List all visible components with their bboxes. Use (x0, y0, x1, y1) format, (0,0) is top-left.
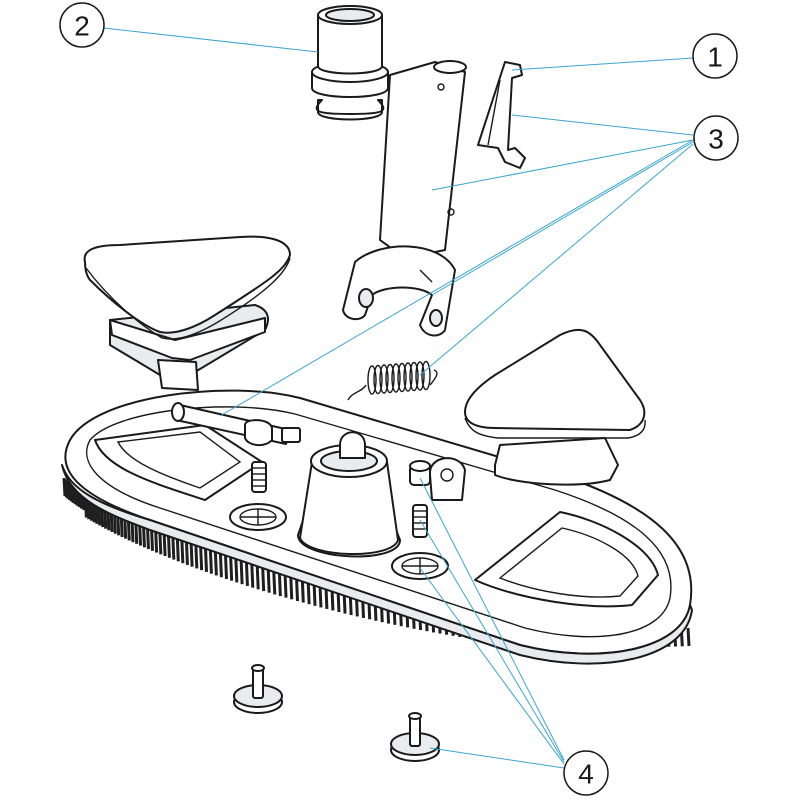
left-triangle-opening (94, 424, 263, 501)
spring-coil (367, 365, 377, 395)
left-opening-inner (116, 431, 242, 489)
bristle (213, 551, 218, 576)
bristle (266, 568, 271, 593)
tension-spring (347, 360, 438, 401)
bristle (289, 575, 294, 600)
handle-latch-clip (477, 61, 526, 169)
callout-1-label: 1 (707, 42, 723, 73)
leader-3-bracket-foot (431, 141, 694, 296)
axle-pin (171, 402, 301, 446)
right-triangle-opening (474, 511, 659, 608)
suction-cone-body (299, 461, 399, 555)
hinge-tab-left (339, 431, 366, 459)
bristle (218, 553, 223, 578)
spring-coil (415, 361, 425, 391)
callout-4-label: 4 (578, 759, 594, 790)
hose-adapter (311, 5, 389, 121)
bristle (239, 560, 244, 585)
wheel-hub-left (229, 503, 287, 531)
leader-4-wheel (429, 747, 565, 769)
right-float-pad (464, 328, 646, 486)
callout-2: 2 (59, 2, 105, 48)
bristle (162, 532, 167, 557)
leader-4-spring (419, 519, 565, 763)
callout-3: 3 (693, 115, 739, 161)
spring-coil (397, 362, 407, 393)
vacuum-body-inner-ridge (86, 406, 672, 638)
bristle (283, 573, 288, 598)
body-spring-left (251, 461, 267, 493)
leader-3-bracket (431, 139, 694, 191)
bristle (224, 554, 229, 580)
suction-cone (297, 444, 401, 558)
spring-coil (373, 364, 383, 395)
callout-2-label: 2 (74, 11, 90, 42)
body-spring-right (412, 504, 428, 538)
bristle (208, 549, 213, 574)
wheel-hub-right (391, 552, 449, 580)
bristle (234, 558, 239, 583)
bristle (277, 572, 282, 597)
bristle (184, 540, 189, 565)
bristle (194, 544, 199, 569)
bristle (68, 483, 73, 502)
bristle (171, 535, 176, 560)
bristle (65, 480, 70, 499)
leader-2-adapter (103, 27, 319, 53)
leader-1-latch (511, 57, 694, 71)
leader-lines (103, 27, 694, 769)
spring-coil (385, 363, 395, 394)
bristle (300, 578, 305, 603)
leader-3-axle (219, 139, 694, 417)
spring-coil (421, 360, 431, 391)
bristle (250, 563, 255, 588)
bristle (180, 539, 185, 564)
left-float-pad (83, 235, 291, 391)
bristle (166, 533, 171, 558)
leader-4-bushing (419, 477, 565, 761)
bristle (244, 561, 249, 586)
right-opening-inner (498, 527, 639, 598)
bristle (203, 547, 208, 573)
bristle (175, 537, 180, 562)
callout-1: 1 (692, 33, 738, 79)
loose-wheel-right (390, 712, 440, 762)
callout-3-label: 3 (708, 124, 724, 155)
bristle (295, 576, 299, 602)
vacuum-body-base-edge (61, 464, 693, 665)
hinge-tab-right (409, 457, 466, 501)
leader-3-spring (419, 143, 694, 376)
bristle (272, 570, 277, 595)
spring-coil (409, 361, 419, 392)
spring-coil (391, 363, 401, 393)
handle-bracket (342, 60, 467, 337)
bristle (199, 546, 204, 571)
leader-4-hub (419, 567, 565, 765)
bristle (255, 565, 260, 590)
bristle (229, 556, 234, 581)
bristle (67, 481, 72, 501)
loose-wheel-left (233, 664, 283, 714)
bristle (686, 627, 691, 647)
leader-3-latch (511, 114, 694, 136)
spring-coil (379, 364, 389, 394)
callout-4: 4 (563, 750, 609, 796)
bristle (261, 566, 266, 592)
bristle (189, 542, 194, 567)
spring-coil (403, 362, 413, 392)
